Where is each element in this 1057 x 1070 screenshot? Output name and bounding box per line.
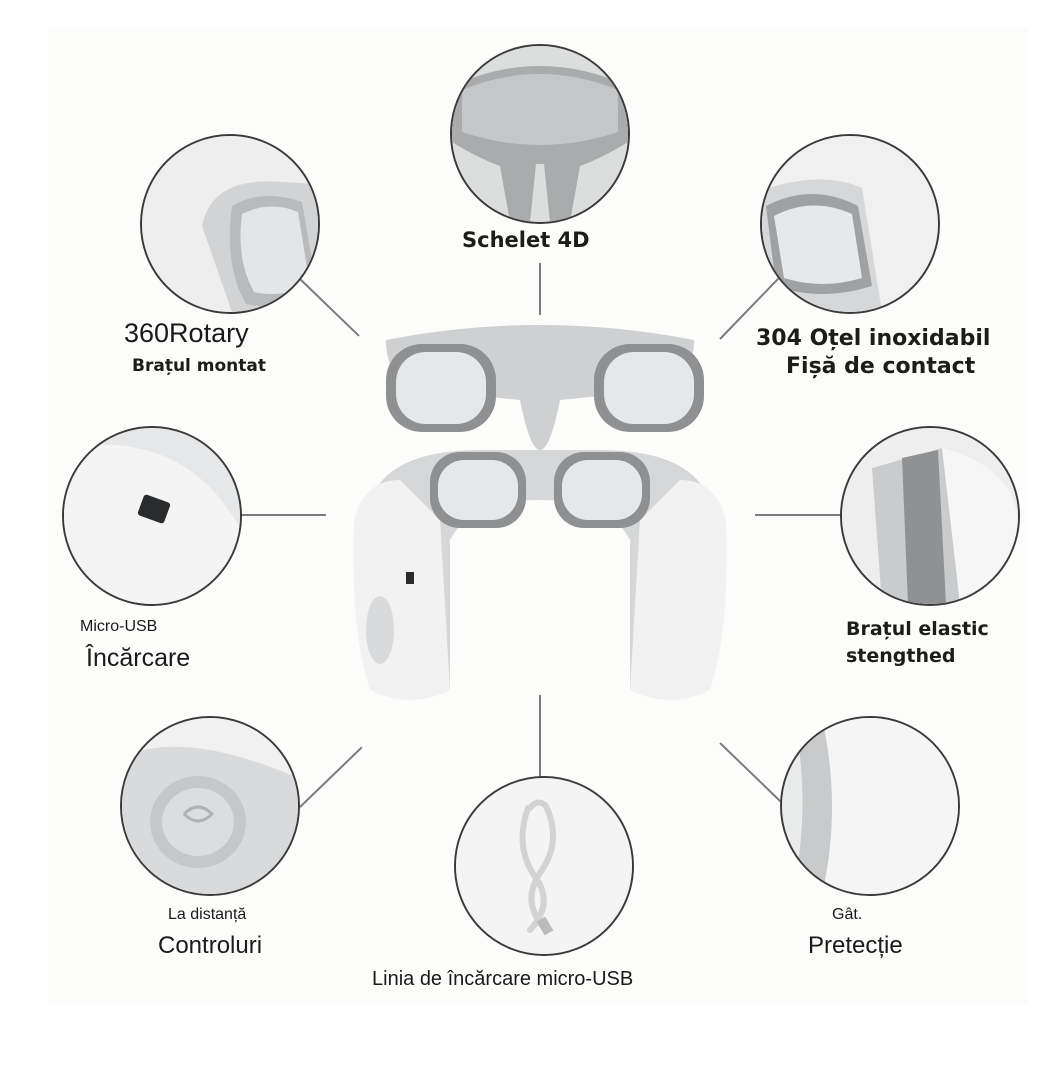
label-neck-top: Gât. (832, 906, 863, 923)
detail-circle-neck (780, 716, 960, 896)
label-cable: Linia de încărcare micro-USB (372, 968, 634, 990)
label-elastic-bottom: stengthed (846, 645, 956, 667)
neck-massager-device (330, 300, 750, 720)
connector-line-usb (238, 514, 326, 516)
label-usb-top: Micro-USB (80, 618, 158, 635)
label-elastic-top: Brațul elastic (846, 618, 989, 640)
label-neck-bottom: Pretecție (808, 932, 903, 959)
detail-circle-steel (760, 134, 940, 314)
connector-line-elastic (755, 514, 841, 516)
detail-circle-remote (120, 716, 300, 896)
label-skeleton: Schelet 4D (462, 228, 590, 252)
label-rotary-top: 360Rotary (124, 318, 249, 348)
label-rotary-bottom: Brațul montat (132, 356, 267, 376)
label-usb-bottom: Încărcare (86, 644, 191, 672)
label-steel-bottom: Fișă de contact (786, 354, 976, 379)
detail-circle-usb (62, 426, 242, 606)
detail-circle-rotary (140, 134, 320, 314)
detail-circle-elastic (840, 426, 1020, 606)
detail-circle-skeleton (450, 44, 630, 224)
label-remote-top: La distanță (168, 906, 247, 923)
detail-circle-cable (454, 776, 634, 956)
label-remote-bottom: Controluri (158, 932, 263, 959)
label-steel-top: 304 Oțel inoxidabil (756, 326, 991, 351)
